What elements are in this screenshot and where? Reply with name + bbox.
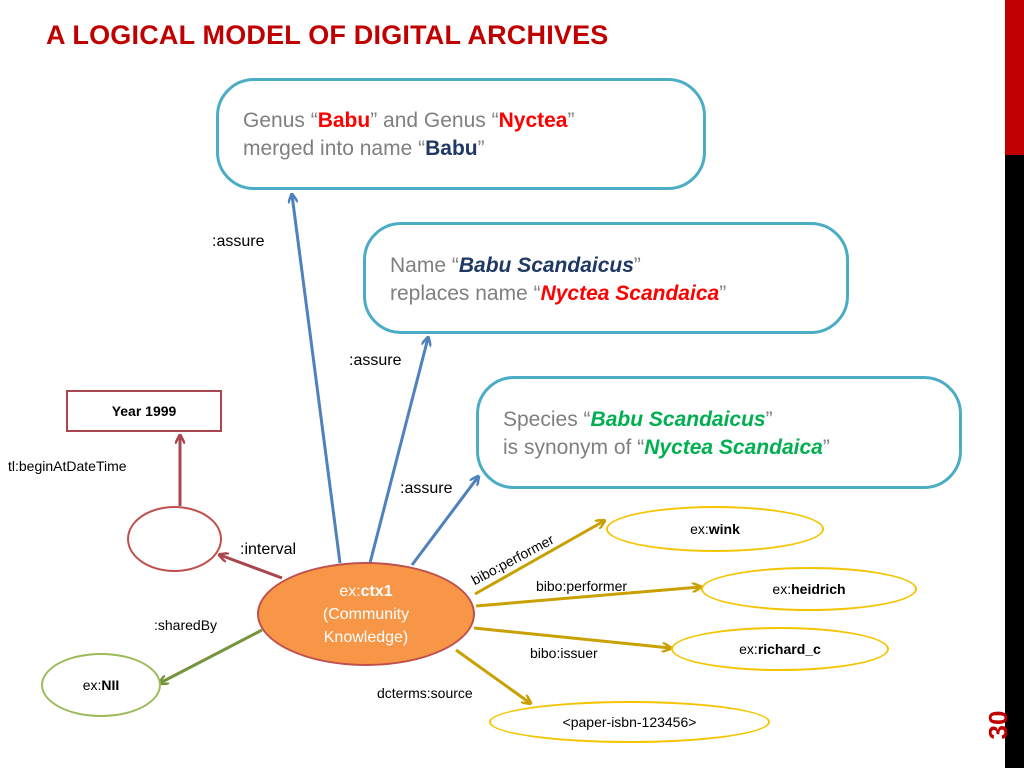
species-babu-scandaicus: Babu Scandaicus <box>590 408 766 431</box>
box1-line2: merged into name “Babu” <box>243 137 485 160</box>
label-issuer: bibo:issuer <box>530 645 598 661</box>
richard-node: ex:richard_c <box>671 627 889 671</box>
wink-node: ex:wink <box>606 506 824 552</box>
heidrich-node: ex:heidrich <box>701 567 917 611</box>
sidebar-red-bar <box>1005 0 1024 155</box>
nii-node: ex:NII <box>41 653 161 717</box>
sidebar-black-bar <box>1005 155 1024 768</box>
name-babu-scandaicus: Babu Scandaicus <box>458 254 634 277</box>
ctx-line1: ex:ctx1 <box>339 582 393 600</box>
edge-shared-by <box>160 628 263 683</box>
ctx-line2: (Community <box>322 605 410 623</box>
name-nyctea-scandaica: Nyctea Scandaica <box>540 282 720 305</box>
statement-box-genus-merge: Genus “Babu” and Genus “Nyctea” merged i… <box>216 78 706 190</box>
context-node: ex:ctx1 (Community Knowledge) <box>257 562 475 666</box>
statement-box-species-synonym: Species “Babu Scandaicus” is synonym of … <box>476 376 962 489</box>
name-babu: Babu <box>317 109 371 132</box>
label-shared-by: :sharedBy <box>154 617 218 633</box>
label-assure-1: :assure <box>212 233 265 250</box>
page-title: A LOGICAL MODEL OF DIGITAL ARCHIVES <box>46 20 609 50</box>
edge-interval <box>220 555 283 580</box>
year-node: Year 1999 <box>66 390 222 432</box>
label-performer-2: bibo:performer <box>536 578 628 594</box>
label-interval: :interval <box>240 541 297 558</box>
interval-node <box>127 506 222 572</box>
edge-assure-1 <box>292 195 342 564</box>
paper-node: <paper-isbn-123456> <box>489 701 770 743</box>
name-babu-merged: Babu <box>425 137 478 160</box>
edge-issuer <box>473 626 670 648</box>
label-assure-2: :assure <box>349 352 402 369</box>
edge-source <box>455 648 530 703</box>
box1-line1: Genus “Babu” and Genus “Nyctea” <box>243 109 575 132</box>
edge-assure-2 <box>368 338 428 564</box>
label-source: dcterms:source <box>377 685 473 701</box>
box3-line2: is synonym of “Nyctea Scandaica” <box>503 436 830 459</box>
box2-line2: replaces name “Nyctea Scandaica” <box>390 282 727 305</box>
label-begin-at-datetime: tl:beginAtDateTime <box>8 458 127 474</box>
name-nyctea: Nyctea <box>498 109 568 132</box>
species-nyctea-scandaica: Nyctea Scandaica <box>644 436 823 459</box>
edge-performer-heidrich <box>475 587 700 608</box>
ctx-line3: Knowledge) <box>323 628 409 646</box>
box3-line1: Species “Babu Scandaicus” <box>503 408 773 431</box>
label-assure-3: :assure <box>400 480 453 497</box>
edge-assure-3 <box>410 477 478 566</box>
edge-performer-wink <box>474 521 604 596</box>
box2-line1: Name “Babu Scandaicus” <box>390 254 641 277</box>
statement-box-name-replace: Name “Babu Scandaicus” replaces name “Ny… <box>363 222 849 334</box>
